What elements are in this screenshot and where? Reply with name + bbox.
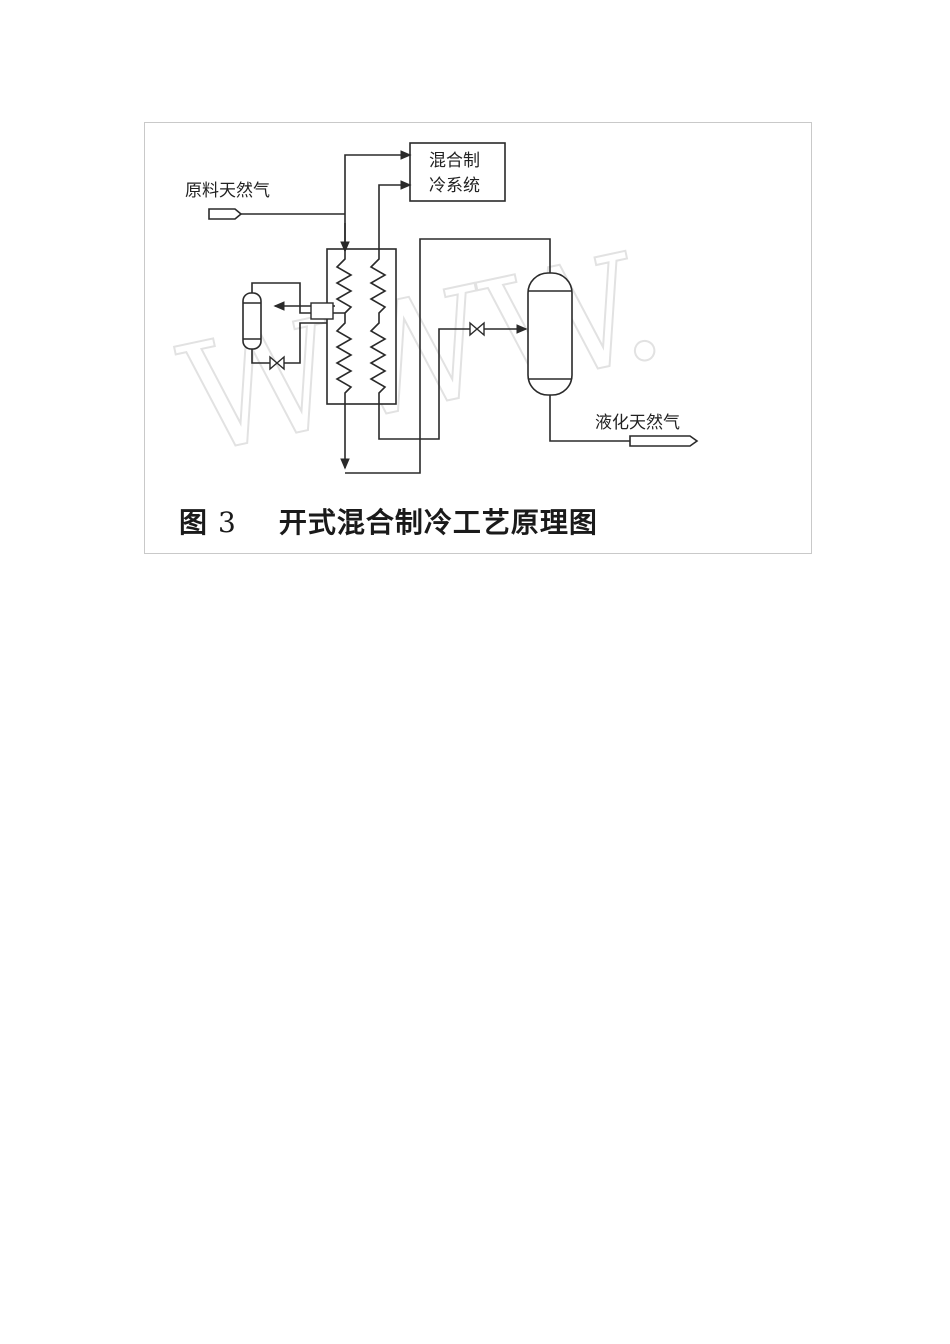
feed-gas-label: 原料天然气 [185,181,270,201]
caption-number: 3 [218,506,237,539]
hx-nozzle-box [310,302,334,320]
mr-system-box [409,142,506,202]
watermark-text: WWW. [167,218,677,489]
mr-system-label-line2: 冷系统 [429,176,480,196]
side-separator-bottoms-line [251,349,270,364]
side-separator-vessel [242,292,262,350]
hx-coil-right [369,249,387,404]
hx-coil-left [335,249,353,404]
process-diagram: WWW. 混合制 冷系统 原料天然气 [166,142,699,490]
hx-right-outlet-line [378,328,470,440]
hx-bottom-return-line [345,238,551,474]
side-valve-icon [269,355,285,371]
lng-product-line [549,395,630,442]
lng-product-label: 液化天然气 [595,413,680,433]
flash-valve-icon [469,321,485,337]
mr-supply-line [378,180,412,249]
mr-system-label-line1: 混合制 [429,151,480,171]
lng-outlet-nozzle [629,435,699,447]
feed-gas-inlet-nozzle [208,208,243,220]
figure-frame: WWW. 混合制 冷系统 原料天然气 [144,122,812,554]
mr-return-line [344,150,412,249]
caption-title: 开式混合制冷工艺原理图 [278,506,598,539]
main-heat-exchanger [326,248,397,405]
side-valve-outlet-line [284,322,327,364]
caption-prefix: 图 [179,506,209,539]
